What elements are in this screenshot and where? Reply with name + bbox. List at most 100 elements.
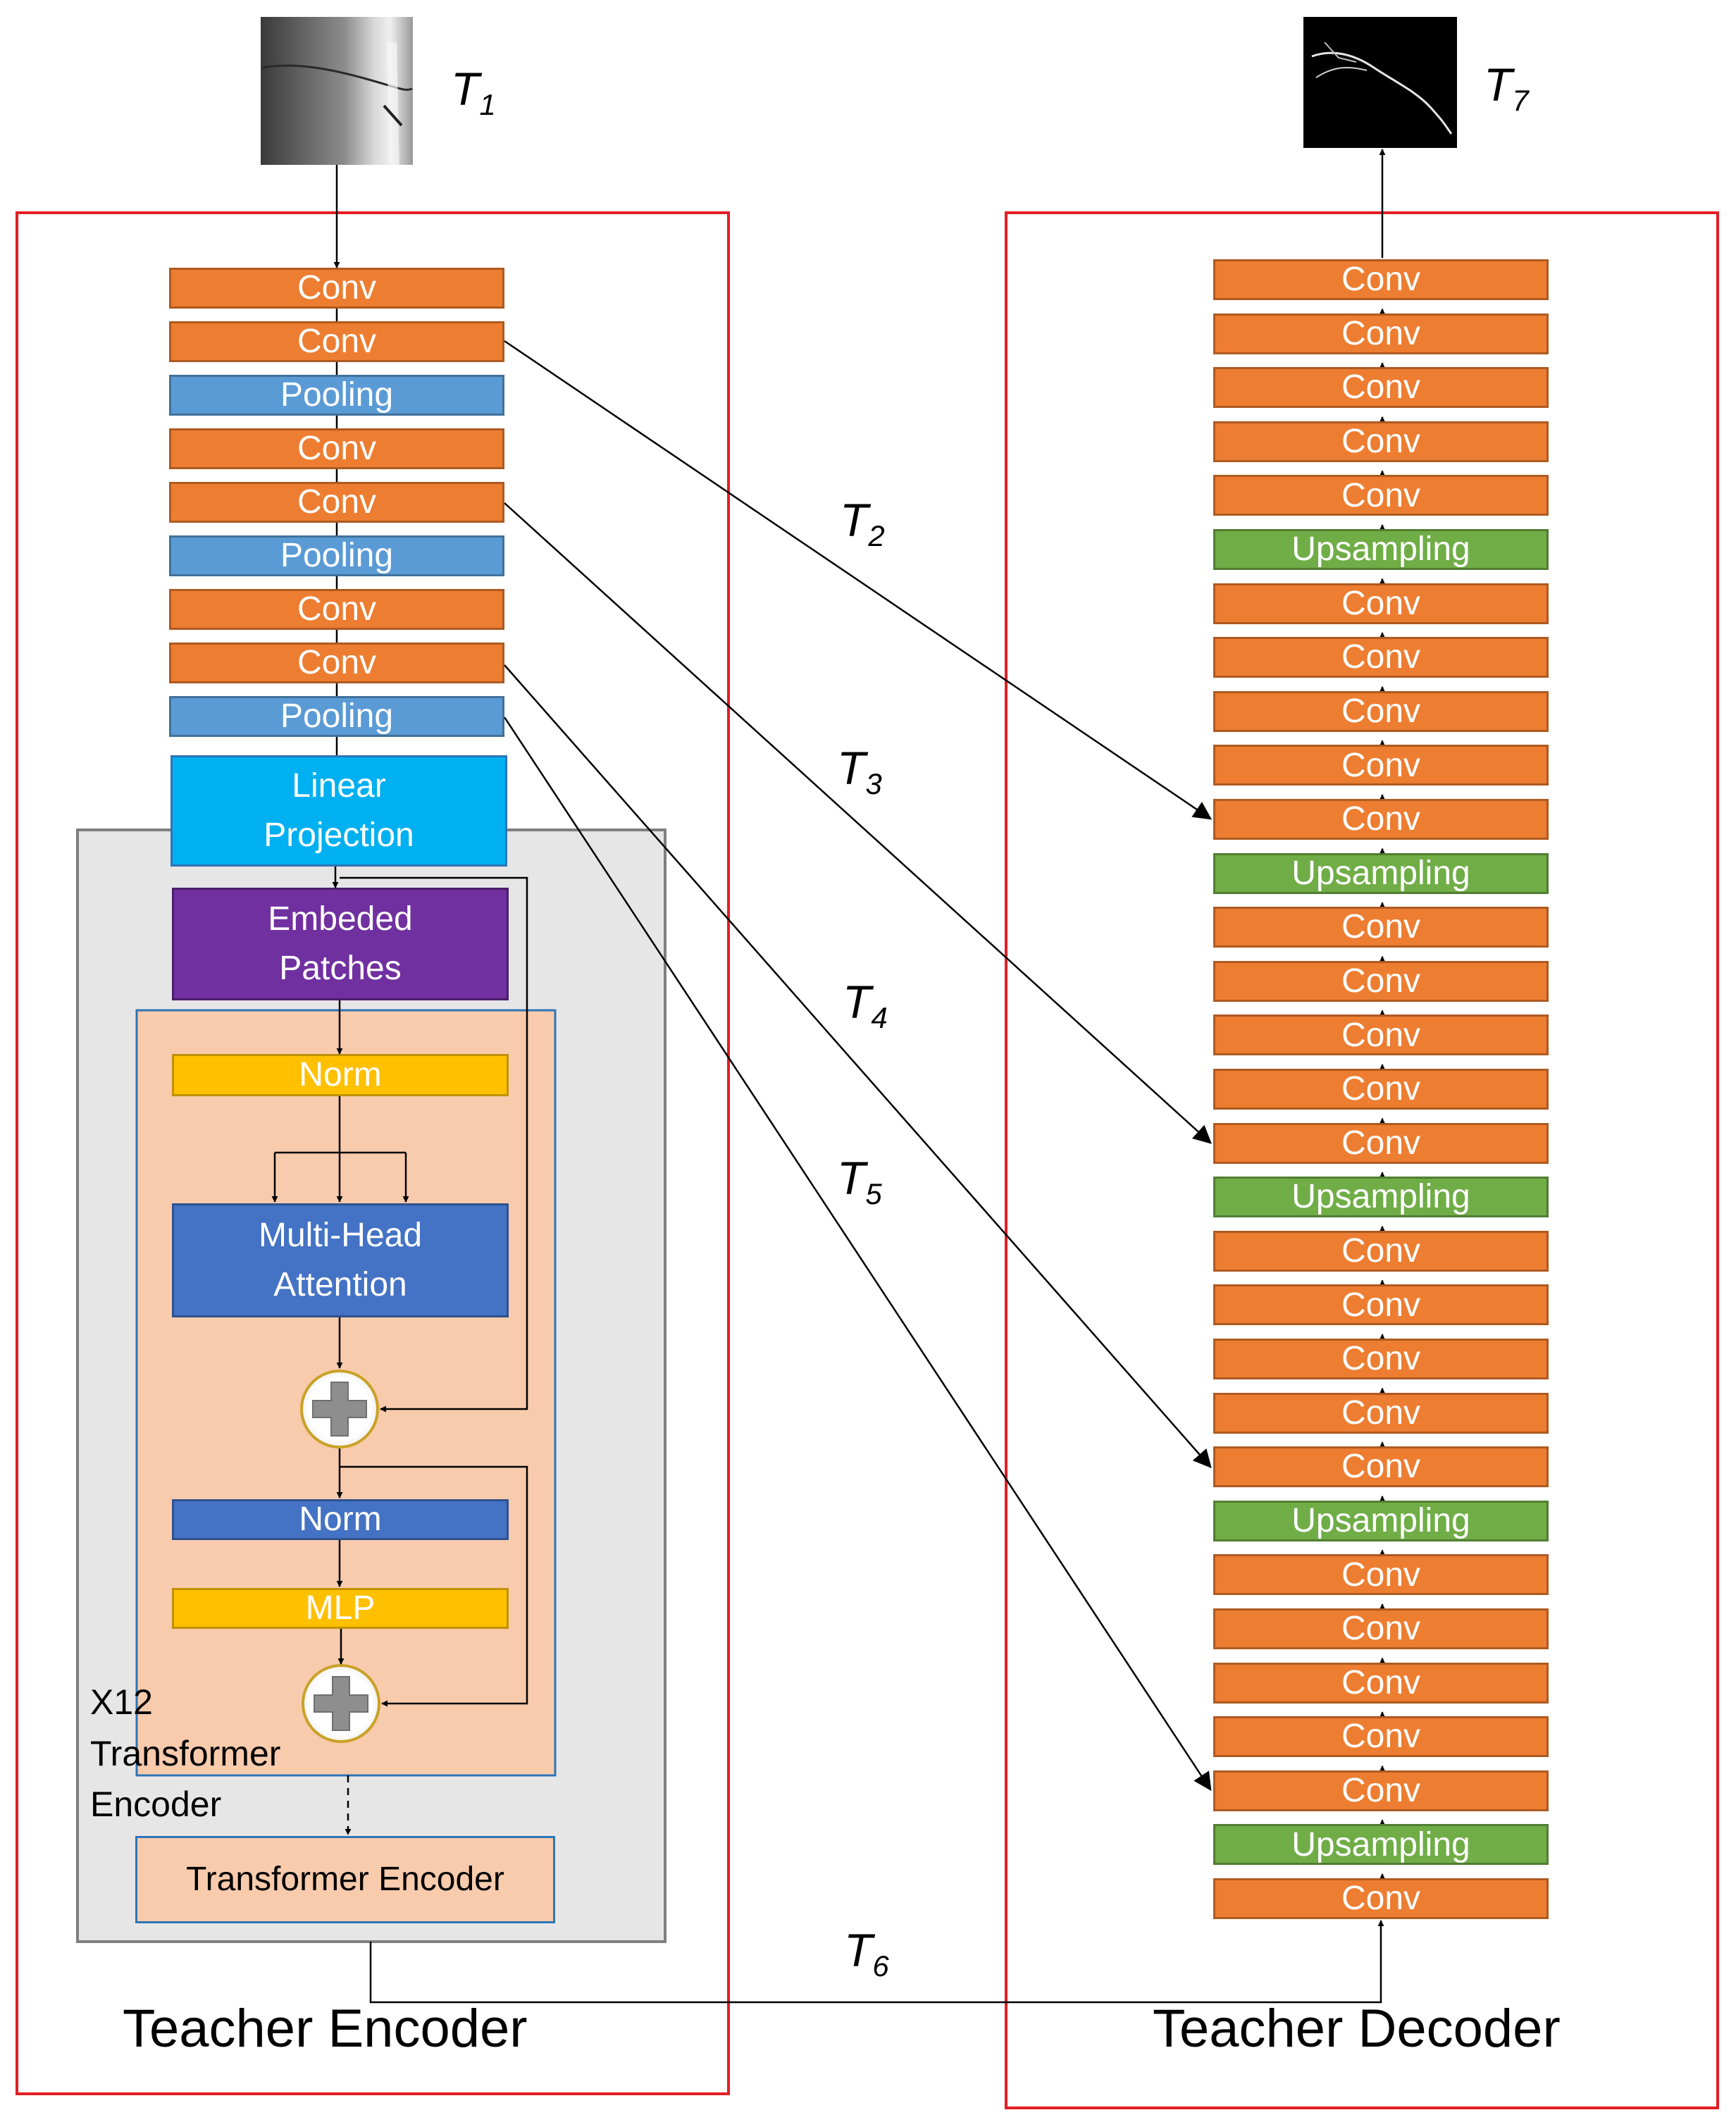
encoder-layer-label: Conv <box>297 590 377 628</box>
linear-projection-label: Linear Projection <box>264 767 414 854</box>
encoder-layer-label: Conv <box>297 644 377 682</box>
embedded-patches-block: Embeded Patches <box>172 888 509 1000</box>
attention-label: Multi-Head Attention <box>258 1217 423 1303</box>
decoder-layer-conv: Conv <box>1213 637 1549 678</box>
decoder-layer-label: Conv <box>1341 368 1421 407</box>
encoder-layer-pooling: Pooling <box>169 375 504 416</box>
add-node-1 <box>300 1370 379 1448</box>
decoder-layer-label: Conv <box>1341 1070 1421 1108</box>
encoder-title: Teacher Encoder <box>123 1999 528 2059</box>
skip-t3 <box>504 502 1212 1144</box>
arrow-t6 <box>369 1920 1384 2004</box>
decoder-layer-conv: Conv <box>1213 1392 1549 1434</box>
encoder-layer-label: Conv <box>297 430 377 468</box>
decoder-layer-conv: Conv <box>1213 421 1549 462</box>
embedded-patches-label: Embeded Patches <box>268 900 413 987</box>
encoder-layer-conv: Conv <box>169 589 504 630</box>
decoder-layer-conv: Conv <box>1213 1339 1549 1379</box>
decoder-layer-label: Conv <box>1341 1880 1421 1918</box>
decoder-layer-conv: Conv <box>1213 1446 1549 1488</box>
decoder-layer-label: Upsampling <box>1291 1178 1470 1216</box>
input-crack-image <box>261 17 413 166</box>
encoder-layer-conv: Conv <box>169 268 504 309</box>
norm-block-2: Norm <box>172 1499 509 1540</box>
decoder-layer-label: Conv <box>1341 693 1421 730</box>
encoder-layer-label: Pooling <box>280 697 394 736</box>
decoder-layer-label: Conv <box>1341 1016 1421 1054</box>
decoder-layer-conv: Conv <box>1213 799 1549 840</box>
decoder-layer-conv: Conv <box>1213 1770 1549 1811</box>
decoder-layer-upsampling: Upsampling <box>1213 1824 1549 1866</box>
skip-t4 <box>504 664 1212 1468</box>
transformer-encoder-label: Transformer Encoder <box>186 1861 504 1899</box>
decoder-layer-conv: Conv <box>1213 313 1549 354</box>
encoder-layer-pooling: Pooling <box>169 696 504 737</box>
encoder-frame <box>16 211 730 2095</box>
encoder-layer-conv: Conv <box>169 428 504 469</box>
decoder-layer-conv: Conv <box>1213 583 1549 624</box>
decoder-layer-label: Conv <box>1341 584 1421 622</box>
skip-t2 <box>504 340 1213 820</box>
encoder-layer-label: Conv <box>297 323 377 361</box>
encoder-layer-label: Conv <box>297 269 377 307</box>
decoder-layer-label: Upsampling <box>1291 1502 1470 1539</box>
linear-projection-block: Linear Projection <box>170 755 507 867</box>
decoder-layer-label: Upsampling <box>1291 854 1470 892</box>
label-t4: T4 <box>843 976 888 1035</box>
decoder-frame <box>1005 211 1719 2109</box>
decoder-layer-upsampling: Upsampling <box>1213 529 1549 570</box>
decoder-layer-conv: Conv <box>1213 1662 1549 1704</box>
decoder-layer-label: Conv <box>1341 1448 1421 1486</box>
decoder-layer-label: Conv <box>1341 423 1421 460</box>
mlp-label: MLP <box>305 1589 376 1627</box>
decoder-layer-conv: Conv <box>1213 367 1549 409</box>
add-node-2 <box>302 1664 380 1743</box>
decoder-layer-conv: Conv <box>1213 1878 1549 1919</box>
decoder-layer-label: Conv <box>1341 638 1421 676</box>
multi-head-attention-block: Multi-Head Attention <box>172 1203 509 1317</box>
encoder-layer-pooling: Pooling <box>169 535 504 576</box>
encoder-layer-conv: Conv <box>169 643 504 683</box>
norm-label-1: Norm <box>299 1056 382 1094</box>
repeat-label: X12 Transformer Encoder <box>90 1682 281 1824</box>
decoder-layer-conv: Conv <box>1213 1069 1549 1110</box>
decoder-layer-label: Conv <box>1341 1124 1421 1162</box>
decoder-layer-conv: Conv <box>1213 1122 1549 1164</box>
decoder-layer-label: Conv <box>1341 962 1421 1000</box>
decoder-layer-label: Conv <box>1341 1718 1421 1756</box>
norm-label-2: Norm <box>299 1501 382 1539</box>
encoder-layer-label: Conv <box>297 483 377 521</box>
decoder-layer-conv: Conv <box>1213 690 1549 732</box>
label-t7: T7 <box>1484 58 1529 118</box>
decoder-layer-label: Conv <box>1341 1232 1421 1270</box>
encoder-layer-label: Pooling <box>280 537 394 575</box>
decoder-layer-label: Conv <box>1341 746 1421 784</box>
decoder-layer-conv: Conv <box>1213 1015 1549 1056</box>
label-t5: T5 <box>837 1152 882 1211</box>
mlp-block: MLP <box>172 1588 509 1629</box>
decoder-layer-upsampling: Upsampling <box>1213 852 1549 894</box>
decoder-layer-upsampling: Upsampling <box>1213 1177 1549 1218</box>
label-t2: T2 <box>840 494 885 553</box>
norm-block-1: Norm <box>172 1054 509 1096</box>
decoder-layer-label: Conv <box>1341 1610 1421 1648</box>
decoder-layer-label: Conv <box>1341 908 1421 946</box>
decoder-layer-label: Conv <box>1341 1772 1421 1809</box>
encoder-layer-conv: Conv <box>169 482 504 523</box>
decoder-title: Teacher Decoder <box>1153 1999 1561 2059</box>
decoder-layer-label: Conv <box>1341 1663 1421 1701</box>
decoder-layer-label: Conv <box>1341 261 1421 299</box>
encoder-layer-conv: Conv <box>169 321 504 362</box>
label-t3: T3 <box>837 742 882 801</box>
decoder-layer-conv: Conv <box>1213 1554 1549 1596</box>
decoder-layer-label: Conv <box>1341 476 1421 514</box>
decoder-layer-label: Conv <box>1341 1286 1421 1324</box>
label-t1: T1 <box>451 63 496 122</box>
decoder-layer-conv: Conv <box>1213 960 1549 1002</box>
decoder-layer-conv: Conv <box>1213 1230 1549 1272</box>
decoder-layer-label: Conv <box>1341 1556 1421 1594</box>
encoder-layer-label: Pooling <box>280 376 394 414</box>
decoder-layer-label: Conv <box>1341 1394 1421 1432</box>
decoder-layer-label: Conv <box>1341 1340 1421 1378</box>
decoder-layer-conv: Conv <box>1213 907 1549 948</box>
